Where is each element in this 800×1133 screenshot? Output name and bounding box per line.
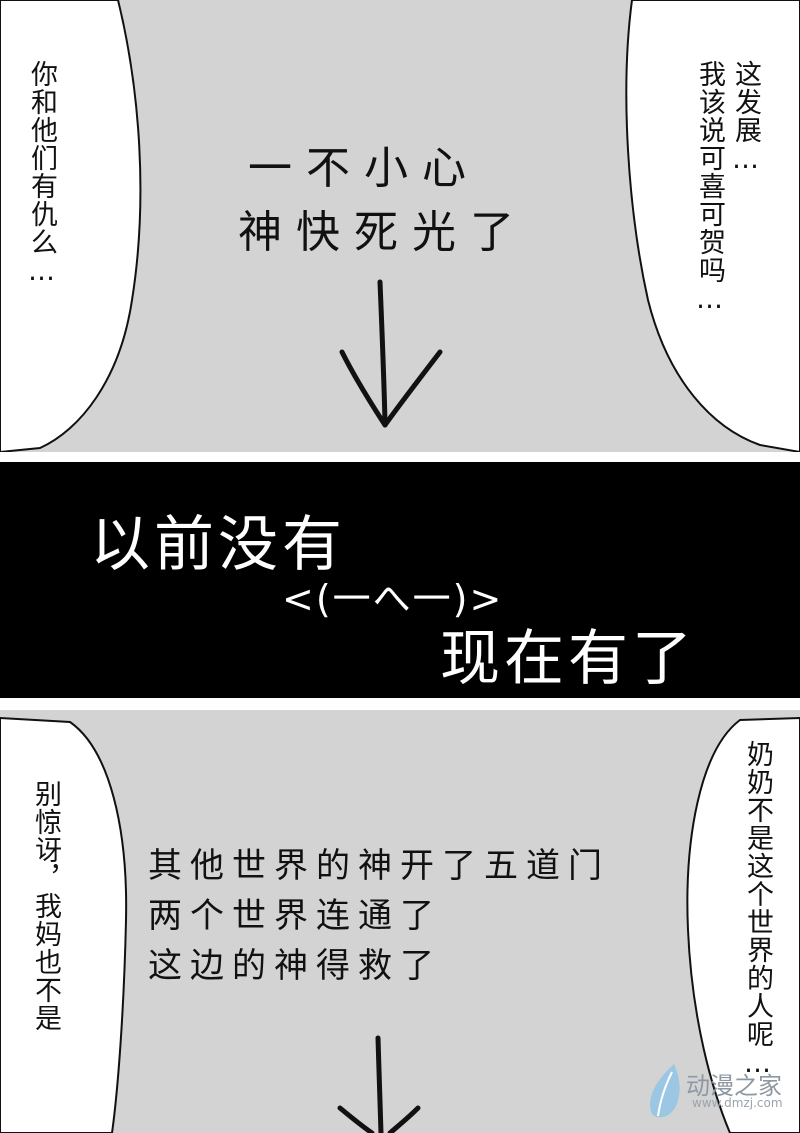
- panel-top-art: [0, 0, 800, 452]
- center-caption2-line3: 这边的神得救了: [148, 946, 442, 986]
- right-bubble-text-2: 奶奶不是这个世界的人呢…: [742, 740, 773, 1080]
- feather-drop-icon: [650, 1064, 680, 1118]
- center-caption-line1: 一不小心: [248, 143, 480, 194]
- watermark-name: 动漫之家: [686, 1072, 782, 1100]
- panel-bottom: 别惊讶，我妈也不是 奶奶不是这个世界的人呢… 其他世界的神开了五道门 两个世界连…: [0, 710, 800, 1133]
- center-caption2-line1: 其他世界的神开了五道门: [148, 846, 610, 886]
- center-caption2-line2: 两个世界连通了: [148, 896, 442, 936]
- black-band-fill: [0, 462, 800, 698]
- right-speech-bubble-2: [686, 716, 800, 1133]
- band-emoticon: <(一へ一)>: [282, 577, 504, 621]
- right-bubble-text-col1: 这发展…: [730, 60, 761, 176]
- right-speech-bubble: [625, 0, 800, 452]
- band-line1: 以前没有: [90, 510, 346, 580]
- left-speech-bubble-2: [0, 716, 128, 1133]
- center-caption-line2: 神快死光了: [238, 207, 528, 258]
- band-line2: 现在有了: [440, 624, 696, 694]
- down-arrow-icon: [339, 279, 443, 428]
- watermark-url: www.dmzj.com: [692, 1096, 783, 1110]
- left-speech-bubble: [0, 0, 142, 452]
- right-bubble-text-col2: 我该说可喜可贺吗…: [694, 60, 725, 316]
- left-bubble-text-2: 别惊讶，我妈也不是: [30, 780, 61, 1032]
- left-bubble-text: 你和他们有仇么…: [26, 60, 57, 288]
- down-arrow-icon-2: [337, 1035, 421, 1133]
- panel-bottom-art: [0, 710, 800, 1133]
- black-band: 以前没有 <(一へ一)> 现在有了: [0, 452, 800, 710]
- panel-top: 你和他们有仇么… 这发展… 我该说可喜可贺吗… 一不小心 神快死光了: [0, 0, 800, 452]
